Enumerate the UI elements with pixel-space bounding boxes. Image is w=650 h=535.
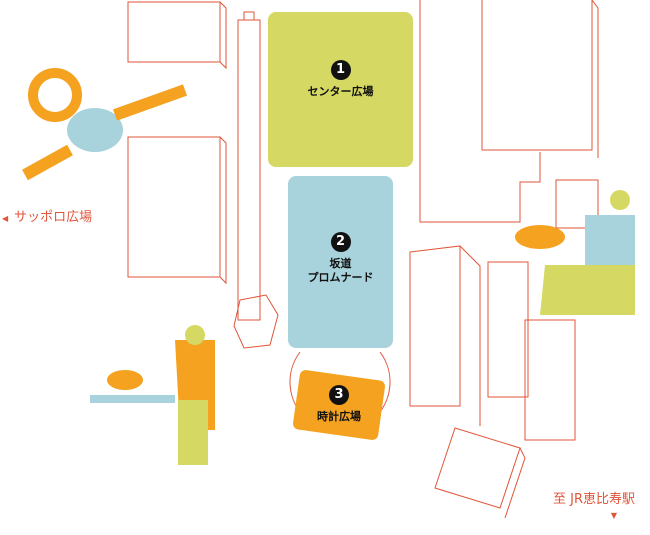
building	[237, 11, 261, 321]
zone-clock-plaza[interactable]: 3 時計広場	[296, 385, 382, 424]
zone-name-line2: プロムナード	[307, 271, 374, 285]
down-arrow-icon: ▼	[610, 511, 618, 520]
building	[487, 261, 529, 398]
center-plaza	[268, 12, 413, 167]
zone-name: センター広場	[307, 85, 374, 98]
zone-number: 2	[330, 232, 351, 252]
promenade	[288, 176, 393, 348]
building	[233, 294, 279, 349]
zone-center-plaza[interactable]: 1 センター広場	[268, 60, 413, 99]
left-arrow-icon: ◀	[2, 214, 9, 223]
building	[524, 319, 576, 441]
building	[409, 245, 481, 426]
building	[434, 427, 526, 519]
ebisu-text: 至 JR恵比寿駅	[553, 492, 635, 507]
ebisu-station-label[interactable]: 至 JR恵比寿駅 ▼	[553, 488, 635, 520]
sapporo-plaza-text: サッポロ広場	[14, 210, 93, 225]
zone-promenade[interactable]: 2 坂道 プロムナード	[288, 232, 393, 286]
sapporo-plaza-label[interactable]: ◀ サッポロ広場	[2, 206, 92, 225]
building	[419, 0, 541, 223]
zone-number: 3	[329, 385, 349, 405]
gardener-illustration	[90, 325, 215, 465]
painter-illustration	[515, 179, 635, 315]
zone-number: 1	[330, 60, 351, 80]
zone-name: 時計広場	[317, 410, 361, 423]
person-dancing-illustration	[22, 68, 188, 181]
building	[127, 1, 227, 70]
building	[127, 136, 227, 285]
zone-name-line1: 坂道	[329, 257, 352, 270]
clock-plaza	[293, 370, 385, 440]
building	[481, 0, 599, 158]
